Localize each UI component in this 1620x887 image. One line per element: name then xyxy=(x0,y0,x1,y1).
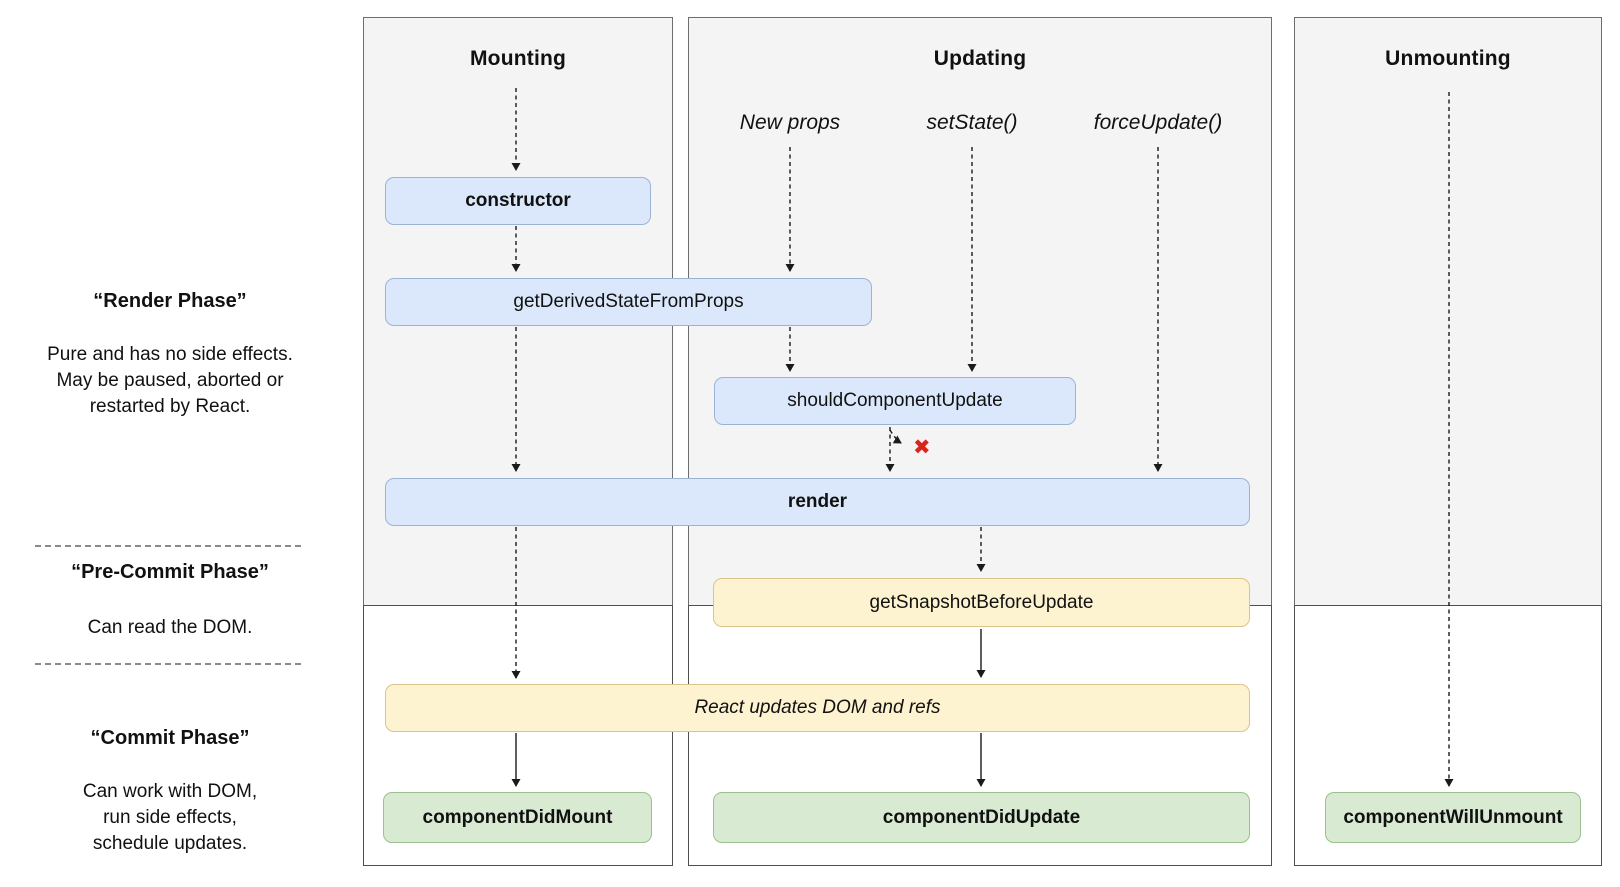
pre-commit-phase-description: Can read the DOM. xyxy=(87,617,253,638)
column-updating: Updating xyxy=(688,17,1272,866)
commit-phase-description: Can work with DOM, run side effects, sch… xyxy=(82,781,258,854)
render-phase-title: “Render Phase” xyxy=(93,290,247,312)
column-unmounting-render-region xyxy=(1294,17,1602,606)
trigger-force-update: forceUpdate() xyxy=(1093,111,1223,134)
pre-commit-phase-title: “Pre-Commit Phase” xyxy=(71,561,269,583)
column-title-unmounting: Unmounting xyxy=(1385,47,1511,70)
box-should-component-update: shouldComponentUpdate xyxy=(714,377,1076,425)
box-render: render xyxy=(385,478,1250,526)
box-component-did-update: componentDidUpdate xyxy=(713,792,1250,843)
box-component-will-unmount: componentWillUnmount xyxy=(1325,792,1581,843)
box-get-derived-state-from-props: getDerivedStateFromProps xyxy=(385,278,872,326)
trigger-set-state: setState() xyxy=(926,111,1018,134)
commit-phase-title: “Commit Phase” xyxy=(90,727,250,749)
phase-divider-2 xyxy=(35,663,301,665)
column-unmounting: Unmounting xyxy=(1294,17,1602,866)
column-mounting: Mounting xyxy=(363,17,673,866)
box-react-updates-dom: React updates DOM and refs xyxy=(385,684,1250,732)
box-constructor: constructor xyxy=(385,177,651,225)
column-title-mounting: Mounting xyxy=(469,47,567,70)
cancel-update-x-icon: ✖ xyxy=(913,436,931,459)
box-get-snapshot-before-update: getSnapshotBeforeUpdate xyxy=(713,578,1250,627)
render-phase-description: Pure and has no side effects. May be pau… xyxy=(47,344,293,417)
phase-divider-1 xyxy=(35,545,301,547)
column-title-updating: Updating xyxy=(933,47,1027,70)
box-component-did-mount: componentDidMount xyxy=(383,792,652,843)
trigger-new-props: New props xyxy=(739,111,841,134)
